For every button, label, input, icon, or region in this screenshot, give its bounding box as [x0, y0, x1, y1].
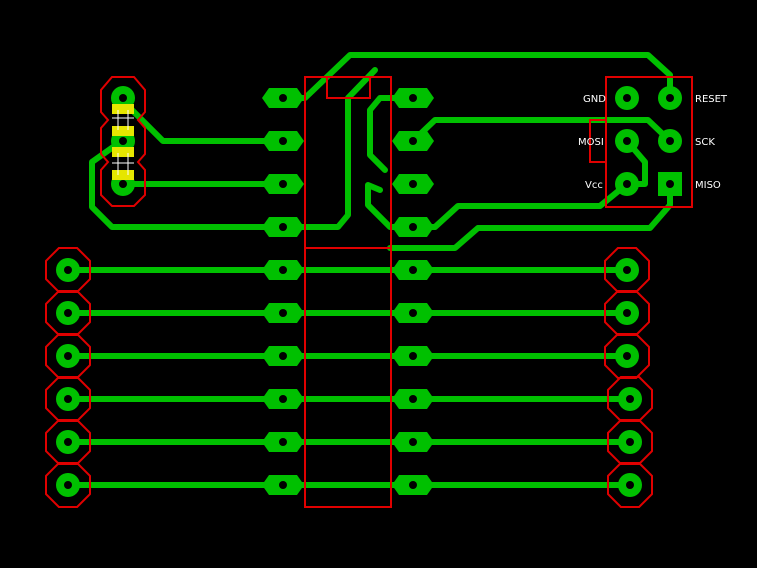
- chip-pads: [262, 88, 434, 495]
- label-sck: SCK: [695, 137, 715, 148]
- label-miso: MISO: [695, 180, 721, 191]
- trace-pin13: [410, 117, 673, 144]
- right-header-outline: [604, 247, 653, 508]
- trace-pin4-up: [280, 67, 378, 230]
- header-pads: [56, 258, 642, 497]
- trace-miso: [387, 181, 673, 251]
- trace-pin2: [120, 98, 286, 144]
- silkscreen: [45, 76, 693, 508]
- label-gnd: GND: [583, 94, 606, 105]
- label-reset: RESET: [695, 94, 728, 105]
- jumper-component: [111, 86, 135, 196]
- chip-notch: [326, 76, 371, 99]
- jumper-outline: [100, 76, 146, 207]
- label-vcc: Vcc: [585, 180, 603, 191]
- connector-key: [589, 119, 607, 163]
- label-mosi: MOSI: [578, 137, 604, 148]
- left-header-octagon-6: [45, 462, 91, 508]
- connector-pads: [615, 86, 682, 196]
- left-header-outline: [45, 247, 91, 508]
- right-header-octagon-6: [607, 462, 653, 508]
